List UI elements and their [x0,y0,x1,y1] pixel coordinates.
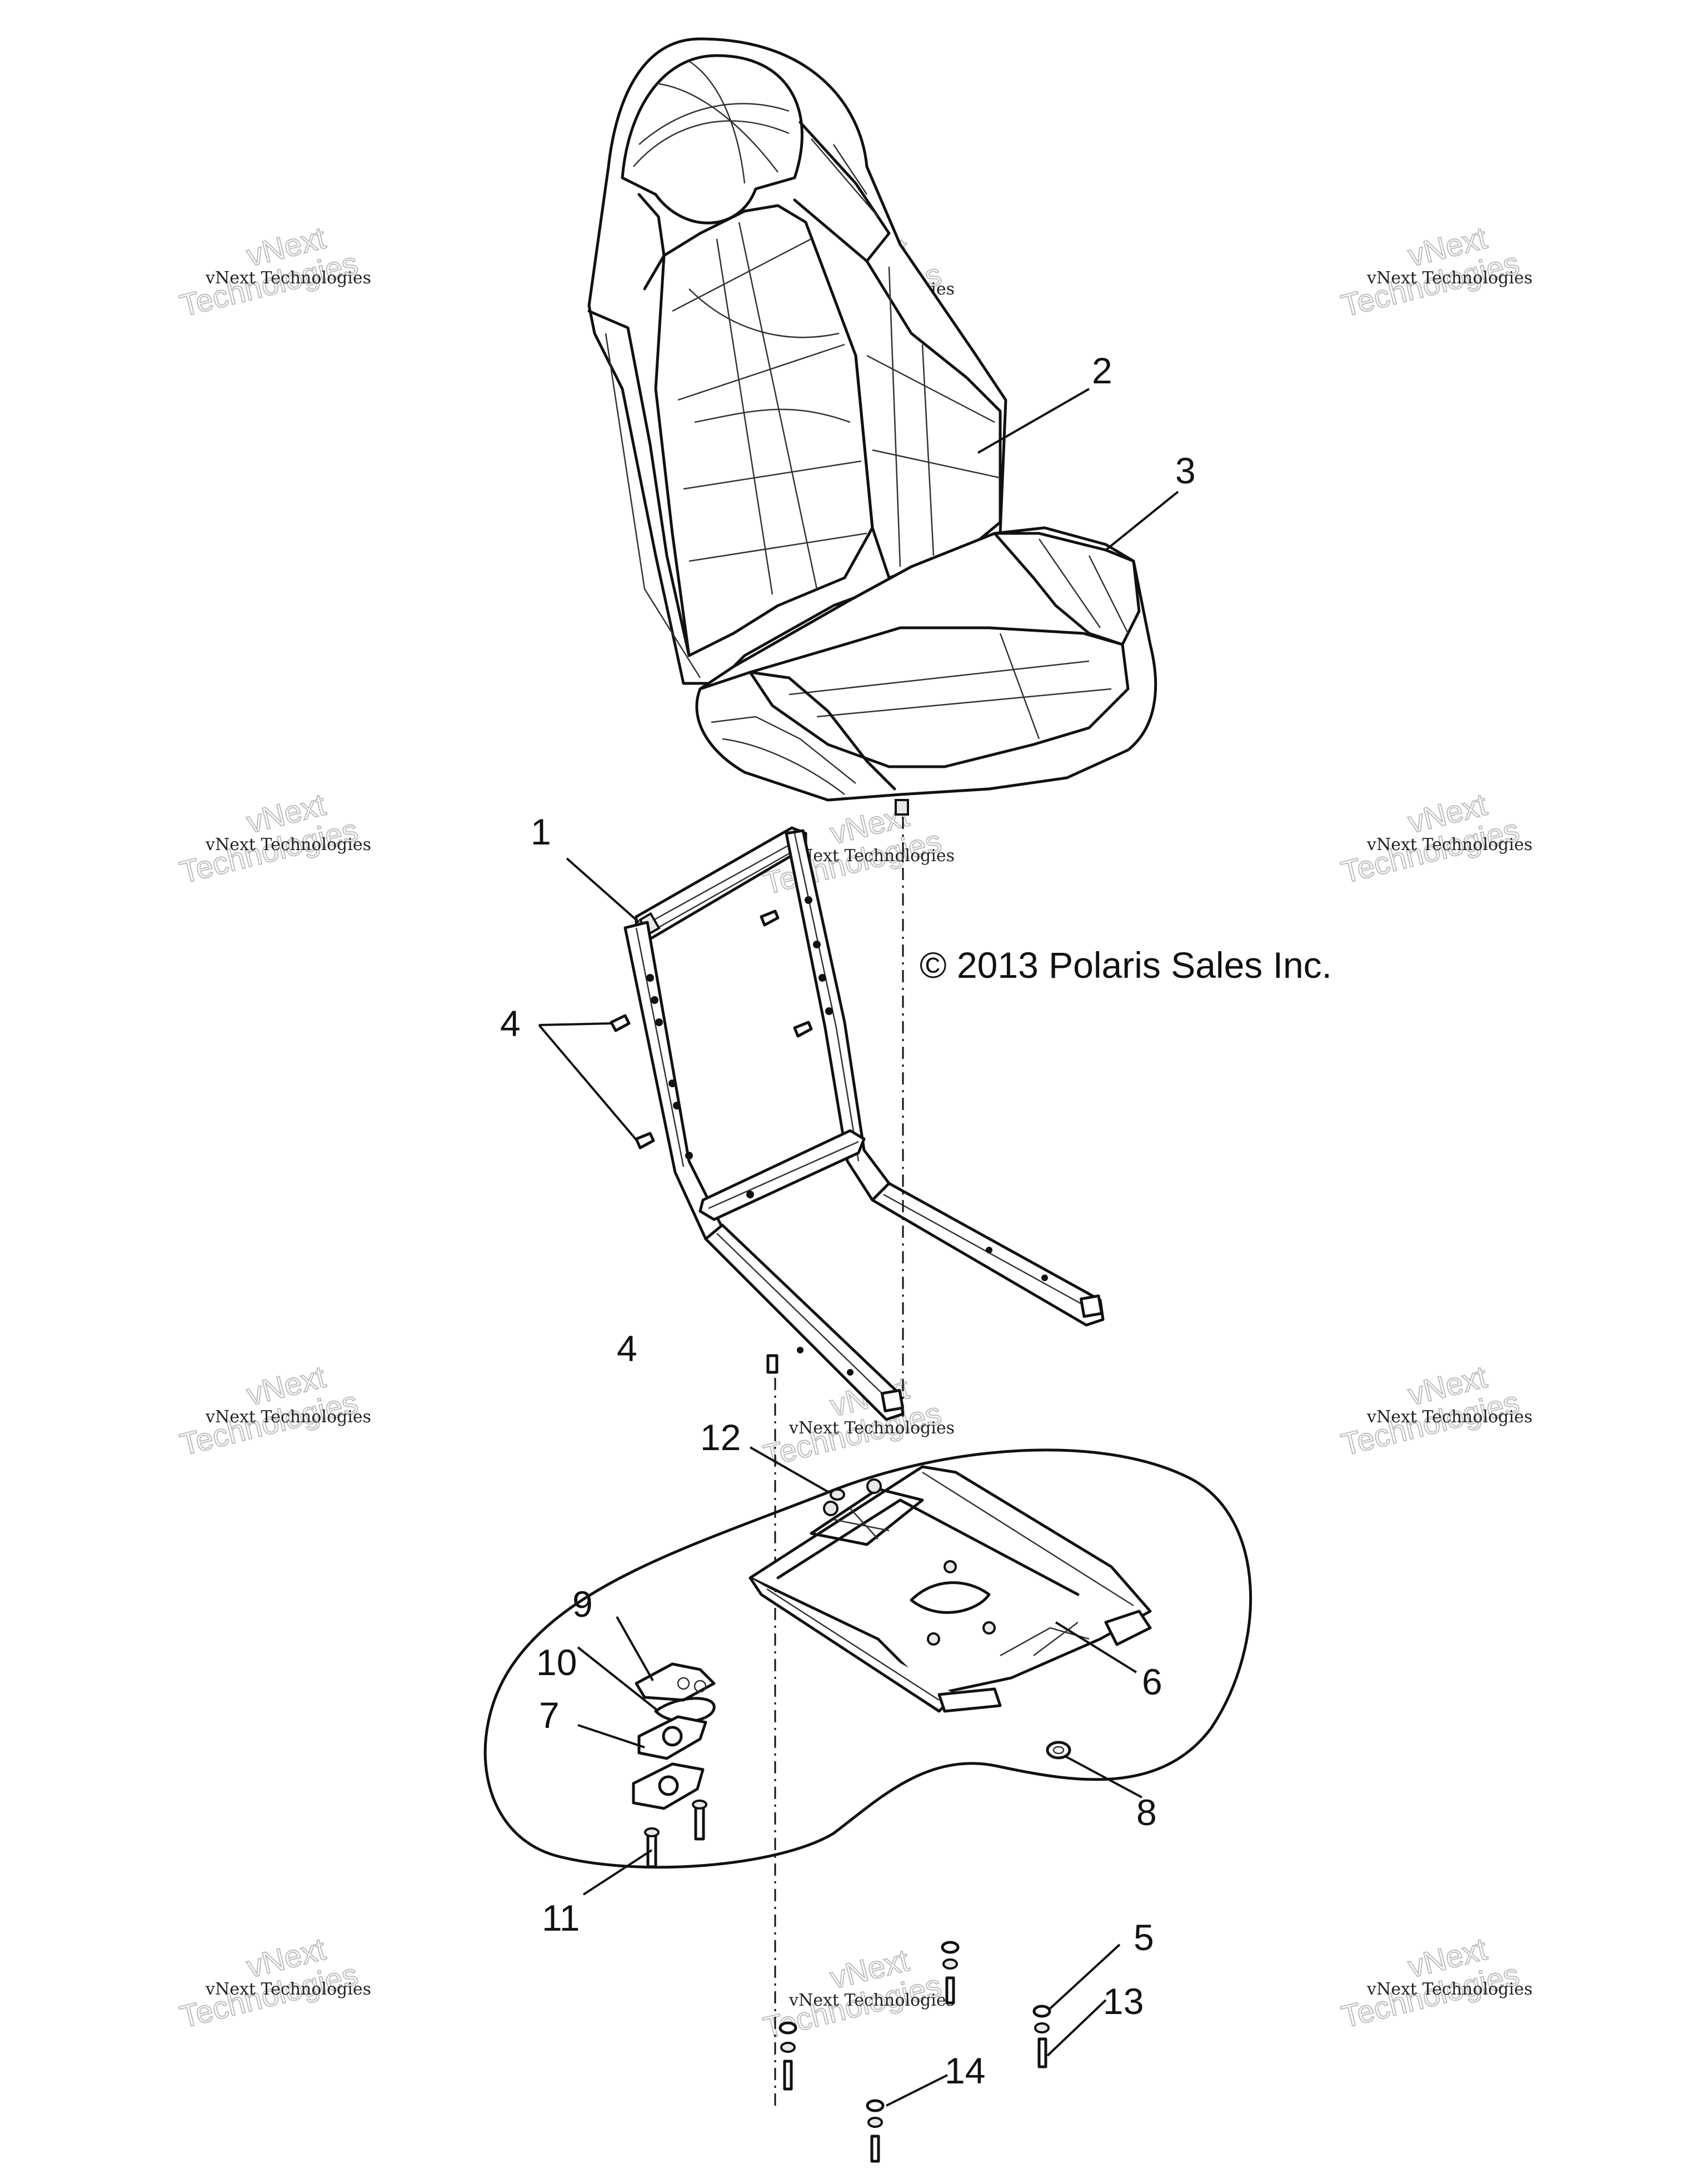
latch-assembly [632,1662,716,1868]
watermark-small: vNext Technologies [205,835,371,854]
watermark-small: vNext Technologies [788,846,955,866]
watermark-small: vNext Technologies [1366,268,1533,288]
watermark-small: vNext Technologies [205,1407,371,1427]
leader-lines [538,388,1179,2107]
callout-10: 10 [536,1642,577,1683]
callout-12: 12 [700,1417,741,1458]
seat-stud [895,799,909,816]
seat-frame [623,826,1105,1421]
nut-part-12 [830,1488,845,1501]
callout-13: 13 [1103,1981,1144,2022]
watermark: vNext Technologies vNext Technologies [176,219,371,324]
detail-boundary [483,1448,1252,1869]
frame-bolts [610,909,813,1374]
watermark: vNext Technologies vNext Technologies [176,786,371,891]
callout-9: 9 [572,1583,593,1625]
seat-slider [748,1465,1152,1713]
watermark-small: vNext Technologies [788,1991,955,2010]
watermark: vNext Technologies vNext Technologies [176,1931,371,2035]
callout-6: 6 [1142,1661,1162,1702]
loose-hardware [778,1941,1051,2163]
seat-back [587,37,1007,685]
watermark-small: vNext Technologies [1366,1407,1533,1427]
callout-3: 3 [1175,450,1196,491]
callout-11: 11 [542,1897,580,1938]
nut-part-8 [1046,1741,1071,1760]
watermark-small: vNext Technologies [1366,1980,1533,1999]
bolt-part-11-b [694,1804,705,1841]
callout-14: 14 [945,2050,985,2091]
watermark-small: vNext Technologies [205,1980,371,1999]
watermark: vNext Technologies vNext Technologies [1337,219,1533,324]
callout-7: 7 [539,1695,560,1736]
washer-part-5 [1032,2005,1051,2018]
frame-holes [646,896,1048,1376]
watermark: vNext Technologies vNext Technologies [176,1358,371,1463]
bolt-part-13 [1037,2037,1047,2068]
seat-bottom [695,526,1157,816]
callout-5: 5 [1134,1917,1154,1958]
watermark: vNext Technologies vNext Technologies [1337,1931,1533,2035]
callout-8: 8 [1136,1792,1157,1833]
watermark: vNext Technologies vNext Technologies [1337,1358,1533,1463]
watermark-small: vNext Technologies [1366,835,1533,854]
callout-numbers: 1 2 3 4 4 5 6 7 8 9 10 11 12 13 14 [500,350,1196,2091]
latch-part-9 [635,1662,716,1702]
callout-2: 2 [1092,350,1112,391]
callout-4: 4 [500,1003,521,1044]
watermark: vNext Technologies vNext Technologies [1337,786,1533,891]
watermark-small: vNext Technologies [205,268,371,288]
callout-4-lower: 4 [617,1328,637,1369]
copyright-notice: © 2013 Polaris Sales Inc. [920,944,1332,986]
watermark-small: vNext Technologies [788,1418,955,1438]
washer-part-14 [866,2099,885,2112]
callout-1: 1 [531,811,551,852]
